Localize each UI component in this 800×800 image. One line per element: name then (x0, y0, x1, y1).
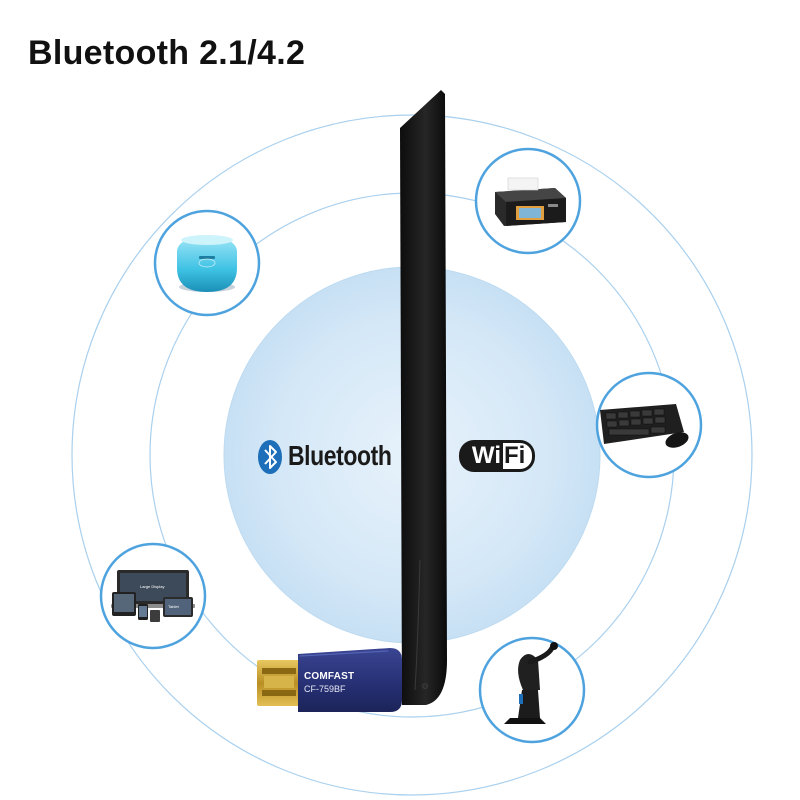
usb-adapter (257, 648, 402, 712)
bluetooth-logo-icon (258, 440, 282, 474)
wifi-logo: Wi Fi (459, 440, 535, 472)
laptop-devices (99, 542, 207, 650)
adapter-brand: COMFAST (304, 671, 355, 682)
antenna (400, 90, 447, 705)
bluetooth-label: Bluetooth (288, 440, 392, 471)
large-display-screen-label: Large Display (140, 584, 165, 589)
wifi-logo-fi: Fi (503, 440, 535, 472)
keyboard-device (595, 371, 703, 479)
wifi-logo-wi: Wi (459, 440, 503, 472)
adapter-model: CF-759BF (304, 684, 346, 694)
speaker-device (153, 209, 261, 317)
tablet-screen-label: Tablet (168, 604, 179, 609)
headset-device (478, 636, 586, 744)
printer-device (474, 147, 582, 255)
page-title: Bluetooth 2.1/4.2 (28, 34, 306, 72)
